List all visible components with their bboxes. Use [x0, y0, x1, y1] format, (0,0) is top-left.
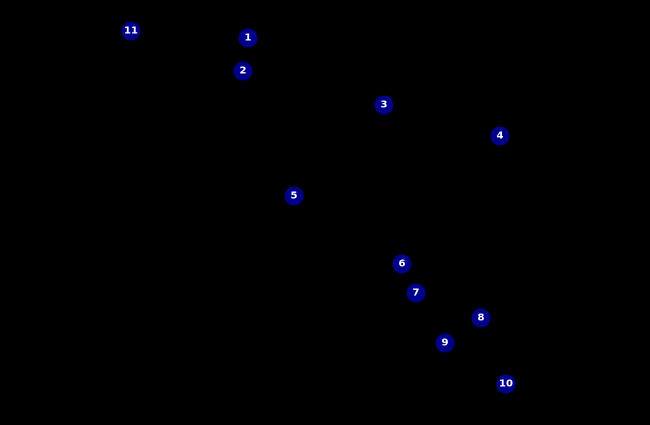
marker-badge-1[interactable]: 1	[238, 28, 258, 48]
marker-badge-8[interactable]: 8	[471, 308, 491, 328]
marker-badge-6[interactable]: 6	[392, 254, 412, 274]
marker-badge-2[interactable]: 2	[233, 61, 253, 81]
marker-badge-3[interactable]: 3	[374, 95, 394, 115]
marker-badge-7[interactable]: 7	[406, 283, 426, 303]
marker-badge-4[interactable]: 4	[490, 126, 510, 146]
marker-badge-10[interactable]: 10	[496, 374, 516, 394]
marker-badge-5[interactable]: 5	[284, 186, 304, 206]
marker-badge-9[interactable]: 9	[435, 333, 455, 353]
marker-badge-11[interactable]: 11	[121, 21, 141, 41]
